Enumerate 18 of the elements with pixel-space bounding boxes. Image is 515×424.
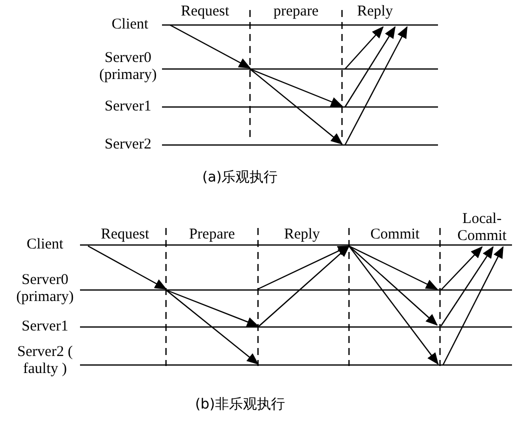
phase-label: Reply [357, 4, 393, 20]
lifeline-label: Client [112, 16, 148, 34]
phase-label: Reply [284, 226, 320, 244]
lifeline-label: Client [26, 236, 64, 254]
phase-label: Local-Commit [457, 211, 507, 245]
caption: (b)非乐观执行 [195, 396, 285, 414]
lifeline-label: Server2 [104, 136, 152, 154]
phase-label: Prepare [189, 226, 235, 244]
phase-label: prepare [274, 4, 318, 20]
phase-label: Request [100, 226, 150, 244]
lifeline-label: Server0 (primary) [15, 272, 75, 306]
phase-label: Commit [370, 226, 420, 244]
lifeline-label: Server1 [104, 98, 152, 116]
lifeline-label: Server2 ( faulty ) [16, 344, 74, 378]
lifeline-label: Server1 [22, 318, 68, 336]
phase-label: Request [180, 4, 230, 20]
lifeline-label: Server0 (primary) [98, 50, 158, 84]
caption: (a)乐观执行 [202, 170, 278, 186]
